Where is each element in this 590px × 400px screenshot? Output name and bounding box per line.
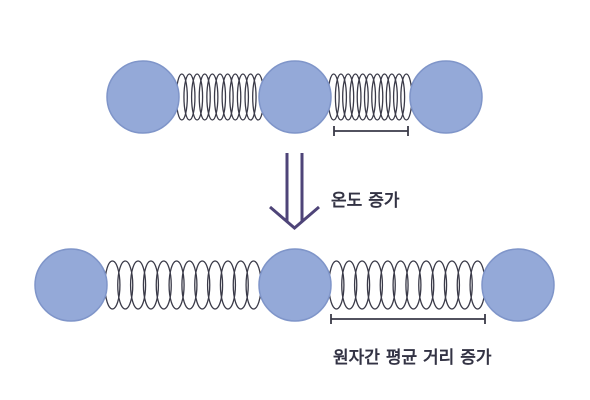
spring-coil	[378, 73, 391, 121]
spring-coil	[443, 260, 461, 310]
spring-coil	[229, 73, 242, 121]
spring-coil	[366, 260, 384, 310]
spring-coil	[418, 260, 435, 310]
spring-coil	[236, 73, 250, 121]
spring-coil	[405, 260, 422, 310]
spring-coil	[356, 73, 369, 121]
atom-top-left	[106, 60, 180, 134]
spring-coil	[244, 73, 257, 121]
spring-coil	[198, 73, 211, 121]
down-arrow-icon	[269, 153, 320, 230]
atoms-bottom-row	[34, 248, 555, 322]
spring-coil	[334, 73, 348, 121]
spring-coil	[341, 260, 358, 310]
atom-bottom-middle	[258, 248, 332, 322]
spring-coil	[183, 73, 196, 121]
springs-stretched	[104, 260, 486, 310]
spring-coil	[142, 260, 160, 310]
atom-bottom-right	[481, 248, 555, 322]
spring-coil	[385, 73, 398, 121]
bottom-spacing-bracket	[330, 314, 486, 324]
spring-coil	[155, 260, 172, 310]
spring-coil	[194, 260, 211, 310]
average-distance-increase-label: 원자간 평균 거리 증가	[333, 348, 492, 368]
spring-coil	[181, 260, 198, 310]
atoms-top-row	[106, 60, 483, 134]
spring-coil	[379, 260, 396, 310]
atom-top-middle	[258, 60, 332, 134]
spring-coil	[117, 260, 134, 310]
spring-coil	[213, 73, 227, 121]
spring-coil	[168, 260, 185, 310]
spring-coil	[353, 260, 371, 310]
spring-coil	[219, 260, 237, 310]
atom-bottom-left	[34, 248, 108, 322]
spring-coil	[430, 260, 448, 310]
atom-top-right	[409, 60, 483, 134]
spring-coil	[129, 260, 147, 310]
spring-coil	[342, 73, 355, 121]
spring-coil	[349, 73, 362, 121]
spring-coil	[206, 73, 219, 121]
top-spacing-bracket	[333, 126, 409, 136]
spring-coil	[206, 260, 224, 310]
spring-coil	[190, 73, 204, 121]
spring-coil	[392, 73, 406, 121]
spring-coil	[392, 260, 409, 310]
temperature-increase-label: 온도 증가	[331, 191, 400, 211]
spring-coil	[221, 73, 234, 121]
spring-coil	[456, 260, 473, 310]
spring-coil	[371, 73, 384, 121]
spring-coil	[232, 260, 249, 310]
spring-coil	[363, 73, 377, 121]
